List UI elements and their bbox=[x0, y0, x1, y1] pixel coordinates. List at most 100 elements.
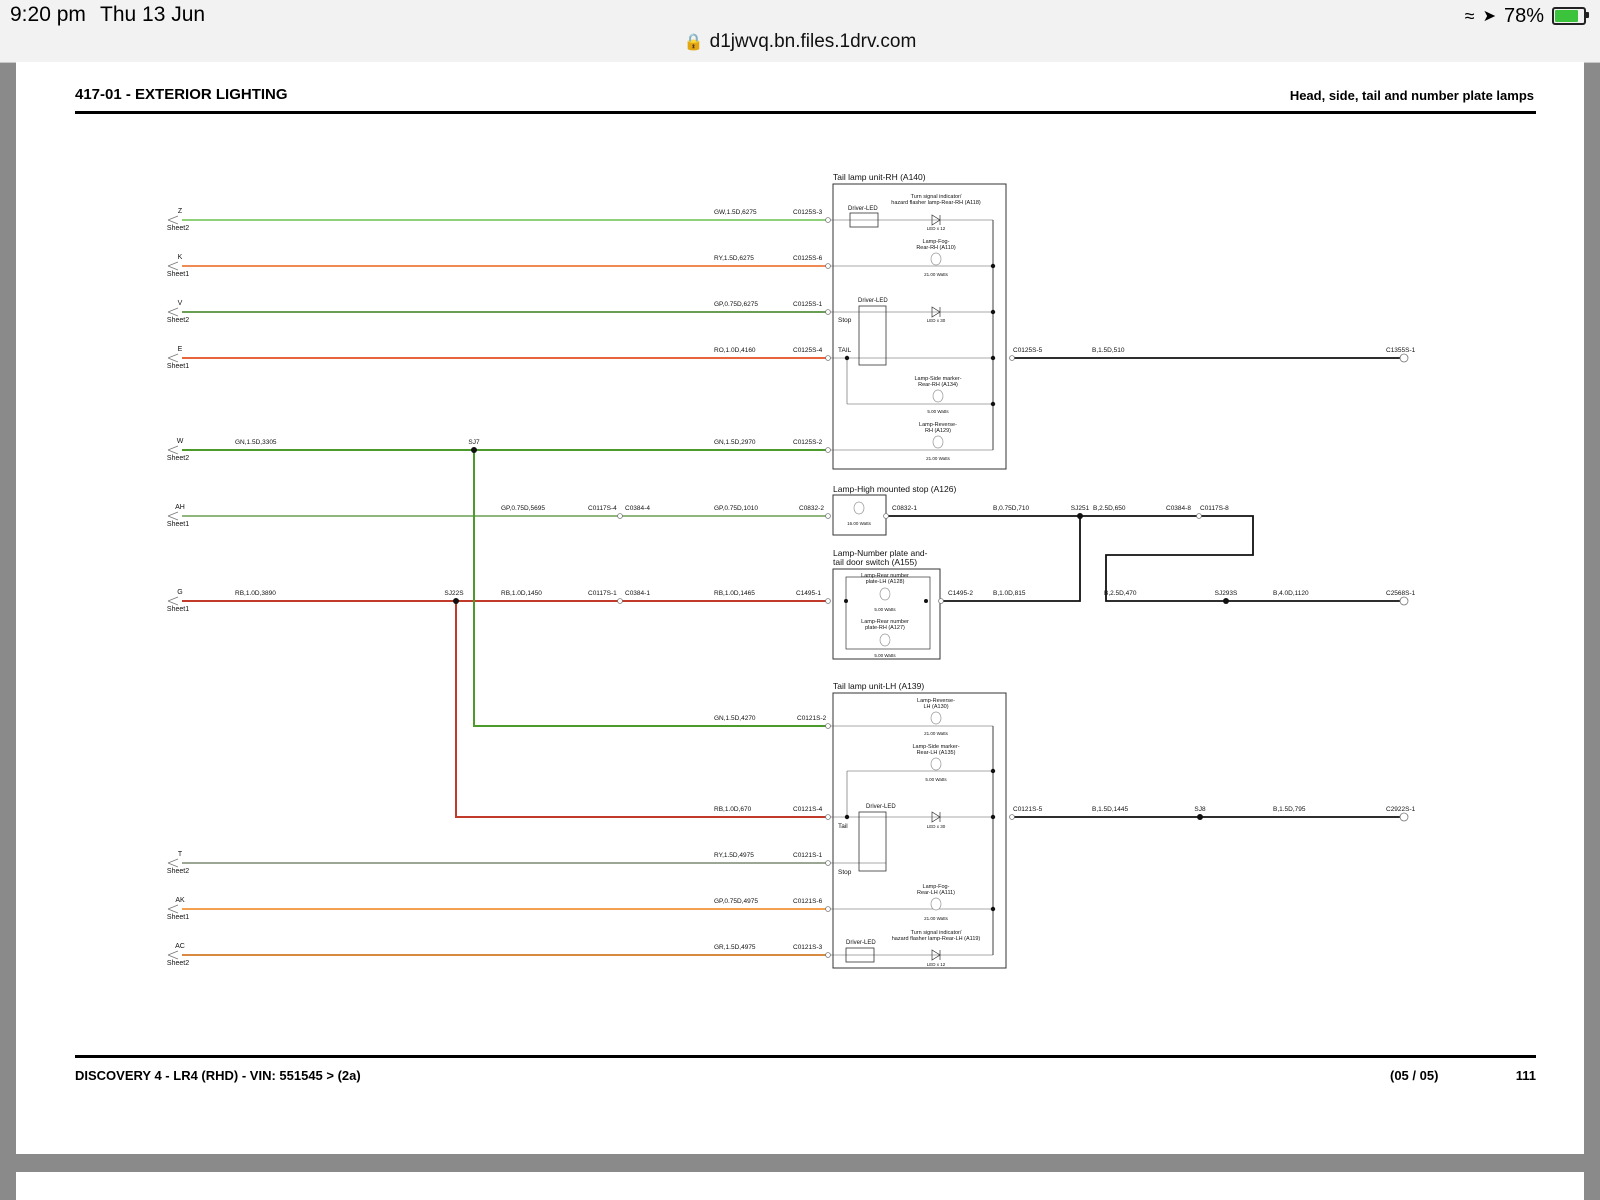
wire-label: GP,0.75D,5695 bbox=[501, 505, 545, 512]
lamp-label: Lamp-Side marker- bbox=[912, 744, 959, 750]
lamp-label: LED x 12 bbox=[927, 226, 946, 231]
connector-label: C0121S-4 bbox=[793, 806, 823, 813]
input-sheet: Sheet1 bbox=[167, 914, 189, 921]
wire-label: B,0.75D,710 bbox=[993, 505, 1030, 512]
input-letter: T bbox=[178, 851, 183, 858]
wiring-diagram: ZSheet2KSheet1VSheet2ESheet1WSheet2AHShe… bbox=[167, 172, 1416, 969]
wire-label: GN,1.5D,4270 bbox=[714, 715, 756, 722]
wire-label: B,2.5D,650 bbox=[1093, 505, 1126, 512]
splice-label: SJ22S bbox=[444, 590, 464, 597]
lamp-label: plate-LH (A128) bbox=[866, 579, 905, 585]
input-sheet: Sheet2 bbox=[167, 960, 189, 967]
lamp-label: Rear-LH (A111) bbox=[917, 890, 955, 896]
junction-dot bbox=[844, 355, 850, 361]
input-letter: AK bbox=[175, 897, 185, 904]
connector-pin bbox=[825, 355, 831, 361]
led-icon bbox=[931, 811, 941, 823]
wire-ground-np bbox=[941, 516, 1081, 602]
lamp-label: Turn signal indicator/ bbox=[911, 930, 962, 936]
lamp-label: Lamp-Rear number bbox=[861, 619, 909, 625]
input-sheet: Sheet2 bbox=[167, 455, 189, 462]
tail-lamp-rh-title: Tail lamp unit-RH (A140) bbox=[833, 172, 926, 182]
wire-sj7-branch bbox=[473, 450, 828, 727]
lamp-label: 5.00 Watts bbox=[927, 409, 949, 414]
wire-label: RY,1.5D,6275 bbox=[714, 255, 754, 262]
input-arrow bbox=[167, 858, 179, 868]
connector-label: C0125S-4 bbox=[793, 347, 823, 354]
driver-led-box bbox=[858, 305, 887, 366]
connector-label: C1495-2 bbox=[948, 590, 973, 597]
header-rule bbox=[75, 111, 1536, 114]
wire-sj22s-branch bbox=[455, 601, 828, 818]
connector-pin bbox=[1009, 814, 1015, 820]
input-letter: E bbox=[178, 346, 183, 353]
input-sheet: Sheet1 bbox=[167, 271, 189, 278]
footer-vehicle: DISCOVERY 4 - LR4 (RHD) - VIN: 551545 > … bbox=[75, 1068, 361, 1083]
lamp-label: LH (A130) bbox=[923, 704, 948, 710]
connector-label: C0117S-8 bbox=[1200, 505, 1229, 512]
wire-label: GN,1.5D,2970 bbox=[714, 439, 756, 446]
input-letter: AH bbox=[175, 504, 185, 511]
junction-dot bbox=[844, 599, 848, 603]
lamp-label: Lamp-Reverse- bbox=[917, 698, 955, 704]
splice-sj8 bbox=[1197, 814, 1203, 820]
wire-ground-hms bbox=[886, 515, 1406, 602]
wire-label: RO,1.0D,4160 bbox=[714, 347, 756, 354]
bulb-icon bbox=[930, 711, 942, 725]
footer-pages: (05 / 05) bbox=[1390, 1068, 1439, 1083]
footer-page-number: 111 bbox=[1515, 1068, 1536, 1083]
connector-pin bbox=[938, 598, 944, 604]
connector-label: C0117S-4 bbox=[588, 505, 617, 512]
junction-dot bbox=[990, 768, 996, 774]
connector-label: C0121S-2 bbox=[797, 715, 827, 722]
driver-led-label: Driver-LED bbox=[848, 206, 878, 212]
connector-label: C0125S-5 bbox=[1013, 347, 1043, 354]
lamp-label: Lamp-Rear number bbox=[861, 573, 909, 579]
connector-label: C1355S-1 bbox=[1386, 347, 1416, 354]
connector-label: C0121S-3 bbox=[793, 944, 823, 951]
connector-pin bbox=[825, 217, 831, 223]
connector-label: C0832-1 bbox=[892, 505, 917, 512]
np-inner-box bbox=[845, 576, 931, 650]
wifi-icon: ≈ bbox=[1464, 5, 1475, 26]
lamp-label: 16.00 Watts bbox=[847, 521, 872, 526]
wire-label: GP,0.75D,6275 bbox=[714, 301, 758, 308]
tail-lamp-rh-box bbox=[832, 183, 1007, 470]
input-arrow bbox=[167, 904, 179, 914]
lamp-label: Stop bbox=[838, 317, 852, 324]
splice-label: SJ293S bbox=[1215, 590, 1238, 597]
connector-pin bbox=[825, 447, 831, 453]
connector-pin bbox=[825, 598, 831, 604]
input-letter: G bbox=[177, 589, 182, 596]
connector-pin bbox=[1009, 355, 1015, 361]
terminal-ring bbox=[1399, 812, 1409, 822]
connector-pin bbox=[617, 598, 623, 604]
driver-led-label: Driver-LED bbox=[846, 940, 876, 946]
number-plate-box bbox=[832, 568, 941, 660]
document-page[interactable]: 417-01 - EXTERIOR LIGHTING Head, side, t… bbox=[16, 62, 1584, 1154]
bulb-icon bbox=[932, 389, 944, 403]
wire-label: GP,0.75D,1010 bbox=[714, 505, 758, 512]
lamp-label: plate-RH (A127) bbox=[865, 625, 905, 631]
connector-label: C1495-1 bbox=[796, 590, 821, 597]
wire-label: RB,1.0D,1465 bbox=[714, 590, 755, 597]
junction-dot bbox=[844, 814, 850, 820]
input-arrow bbox=[167, 596, 179, 606]
status-date: Thu 13 Jun bbox=[100, 3, 206, 26]
address-bar[interactable]: 🔒d1jwvq.bn.files.1drv.com bbox=[0, 31, 1600, 53]
connector-label: C0125S-1 bbox=[793, 301, 823, 308]
bulb-icon bbox=[930, 897, 942, 911]
lamp-label: hazard flasher lamp-Rear-RH (A118) bbox=[891, 200, 981, 206]
junction-dot bbox=[924, 599, 928, 603]
number-plate-title: Lamp-Number plate and- bbox=[833, 548, 928, 558]
lamp-label: RH (A129) bbox=[925, 428, 951, 434]
input-arrow bbox=[167, 511, 179, 521]
lamp-label: Lamp-Fog- bbox=[923, 884, 950, 890]
page-subtitle: Head, side, tail and number plate lamps bbox=[1289, 88, 1534, 103]
input-arrow bbox=[167, 950, 179, 960]
connector-pin bbox=[825, 263, 831, 269]
lamp-label: hazard flasher lamp-Rear-LH (A119) bbox=[892, 936, 981, 942]
lamp-label: Rear-LH (A135) bbox=[917, 750, 956, 756]
lamp-label: TAIL bbox=[838, 347, 852, 354]
input-arrow bbox=[167, 307, 179, 317]
